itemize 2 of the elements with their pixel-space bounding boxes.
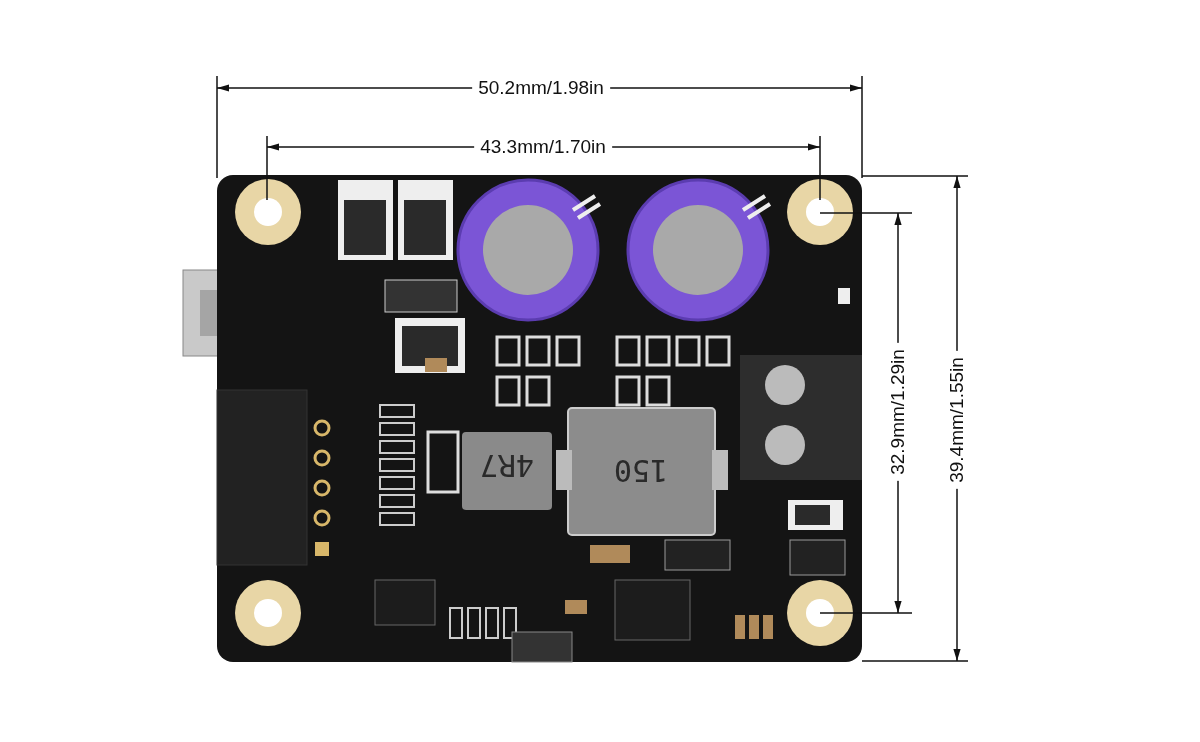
- component-marking: 150: [613, 455, 669, 485]
- component-marking: 4R7: [479, 450, 535, 480]
